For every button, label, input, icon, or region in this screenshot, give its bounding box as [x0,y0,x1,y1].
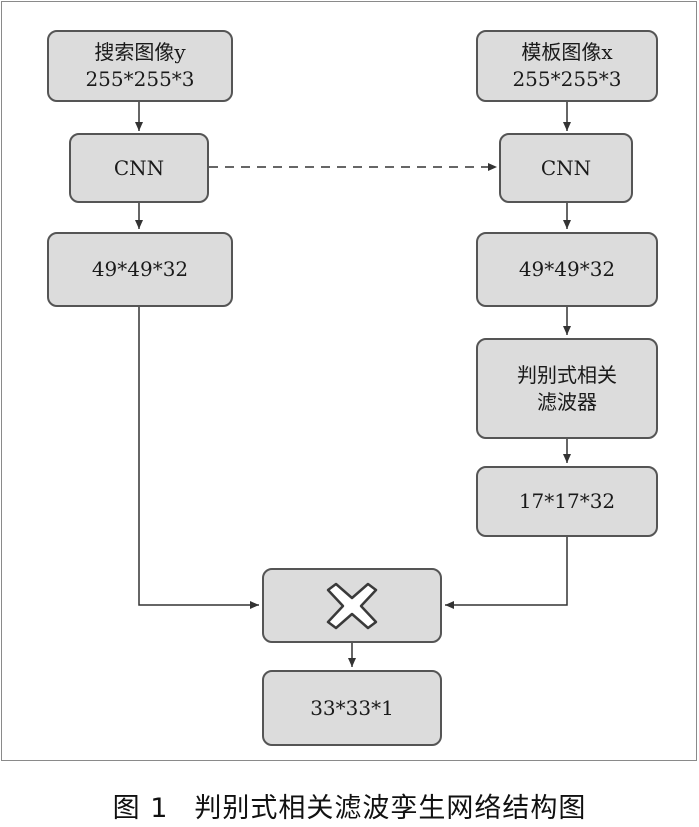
arrow-filter-output-to-multiply [445,537,568,609]
search-image-size: 255*255*3 [85,67,195,91]
template-image-title: 模板图像x [521,40,613,64]
cnn-left-label: CNN [113,155,165,180]
figure-caption: 图 1 判别式相关滤波孪生网络结构图 [0,786,699,825]
figure-frame [1,1,697,761]
cnn-right-node: CNN [499,133,633,203]
cross-multiply-icon [326,582,378,629]
output-label: 33*33*1 [310,695,394,720]
arrow-feature-left-to-multiply [138,307,259,609]
multiply-node [262,568,442,643]
filter-output-label: 17*17*32 [518,489,616,513]
figure-number: 图 1 [112,793,169,824]
filter-output-node: 17*17*32 [476,466,658,537]
output-node: 33*33*1 [262,670,442,746]
feature-right-label: 49*49*32 [518,257,616,281]
template-image-size: 255*255*3 [512,67,622,91]
filter-node: 判别式相关 滤波器 [476,338,658,439]
search-image-node: 搜索图像y 255*255*3 [47,30,233,102]
feature-left-node: 49*49*32 [47,232,233,307]
search-image-title: 搜索图像y [94,40,186,64]
cnn-left-node: CNN [69,133,209,203]
template-image-node: 模板图像x 255*255*3 [476,30,658,102]
cnn-right-label: CNN [540,155,592,180]
filter-label-line2: 滤波器 [537,389,597,414]
feature-left-label: 49*49*32 [91,257,189,281]
feature-right-node: 49*49*32 [476,232,658,307]
figure-caption-text: 判别式相关滤波孪生网络结构图 [194,793,587,824]
filter-label-line1: 判别式相关 [517,362,617,387]
